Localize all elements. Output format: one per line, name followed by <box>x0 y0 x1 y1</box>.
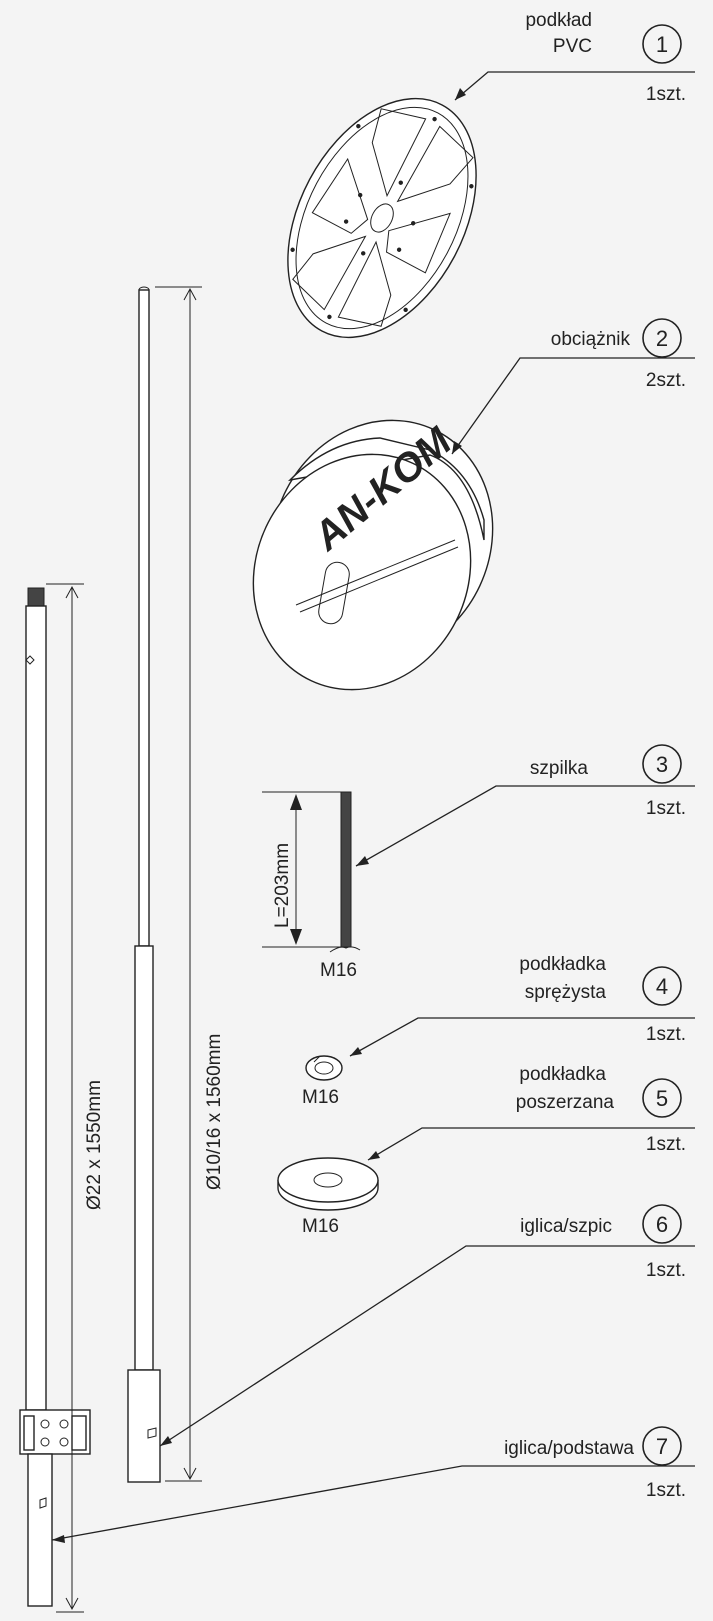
wide-washer-size-label: M16 <box>302 1216 339 1237</box>
part-5-name-line-1: podkładka <box>519 1064 606 1085</box>
pvc-pad-drawing <box>287 97 477 339</box>
part-1-qty: 1szt. <box>646 84 686 105</box>
part-6-number: 6 <box>656 1212 668 1237</box>
part-7-name: iglica/podstawa <box>504 1438 634 1459</box>
callout-part-6: iglica/szpic 6 1szt. <box>520 1204 686 1281</box>
callout-part-4: podkładka sprężysta 4 1szt. <box>519 954 686 1045</box>
callout-part-2: obciążnik 2 2szt. <box>551 318 686 391</box>
stud-length-label: L=203mm <box>272 843 293 928</box>
callout-part-3: szpilka 3 1szt. <box>530 744 686 819</box>
part-1-name-line-2: PVC <box>553 36 592 57</box>
part-7-number: 7 <box>656 1434 668 1459</box>
lower-rod-dimension: Ø22 x 1550mm <box>84 1080 105 1210</box>
part-5-name-line-2: poszerzana <box>516 1092 615 1113</box>
lower-rod-drawing: Ø22 x 1550mm <box>19 583 105 1613</box>
stud-drawing: L=203mm M16 <box>262 791 361 981</box>
part-6-name: iglica/szpic <box>520 1216 612 1237</box>
part-2-name: obciążnik <box>551 329 631 350</box>
stud-thread-label: M16 <box>320 960 357 981</box>
spring-washer-drawing: M16 <box>302 1055 343 1108</box>
part-4-name-line-1: podkładka <box>519 954 606 975</box>
callout-part-1: podkład PVC 1 1szt. <box>525 10 686 105</box>
upper-rod-drawing: Ø10/16 x 1560mm <box>127 286 225 1483</box>
wide-washer-drawing: M16 <box>277 1157 379 1237</box>
part-1-number: 1 <box>656 32 668 57</box>
part-3-number: 3 <box>656 752 668 777</box>
part-2-qty: 2szt. <box>646 370 686 391</box>
callout-part-7: iglica/podstawa 7 1szt. <box>504 1426 686 1501</box>
part-1-name-line-1: podkład <box>525 10 592 31</box>
part-3-name: szpilka <box>530 758 589 779</box>
part-5-number: 5 <box>656 1086 668 1111</box>
part-3-qty: 1szt. <box>646 798 686 819</box>
part-7-qty: 1szt. <box>646 1480 686 1501</box>
part-4-number: 4 <box>656 974 668 999</box>
spring-washer-size-label: M16 <box>302 1087 339 1108</box>
part-2-number: 2 <box>656 326 668 351</box>
part-5-qty: 1szt. <box>646 1134 686 1155</box>
part-4-qty: 1szt. <box>646 1024 686 1045</box>
part-6-qty: 1szt. <box>646 1260 686 1281</box>
upper-rod-dimension: Ø10/16 x 1560mm <box>204 1034 225 1190</box>
part-4-name-line-2: sprężysta <box>525 982 607 1003</box>
weight-drawing: AN-KOM <box>252 418 494 691</box>
leader-lines <box>51 71 695 1543</box>
callout-part-5: podkładka poszerzana 5 1szt. <box>516 1064 686 1155</box>
